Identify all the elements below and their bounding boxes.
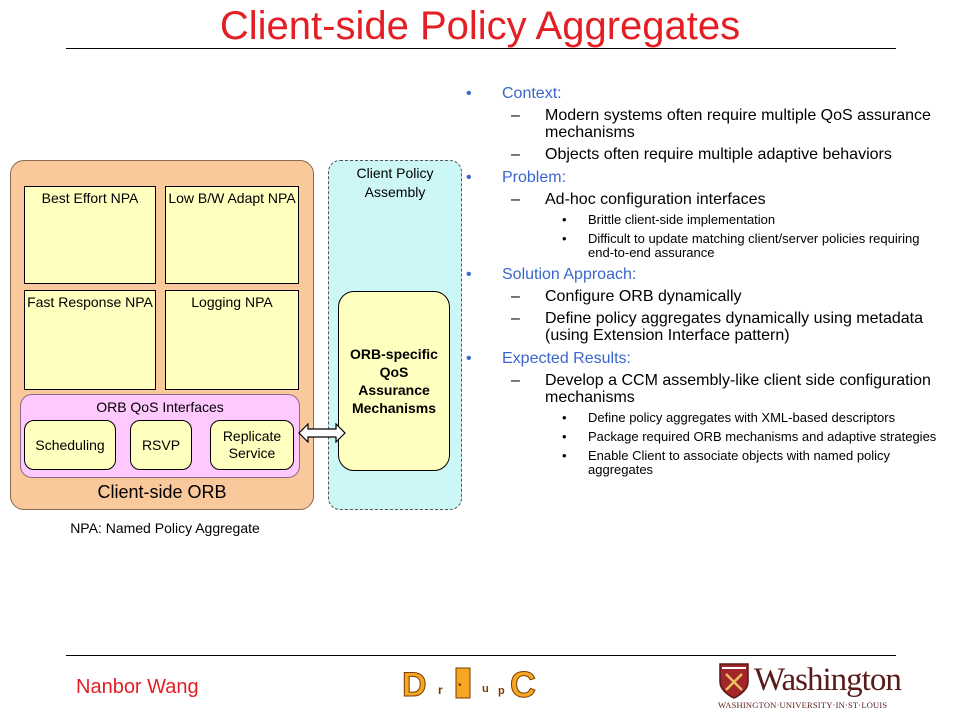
top-divider: [66, 48, 896, 49]
university-subtitle: WASHINGTON·UNIVERSITY·IN·ST·LOUIS: [718, 700, 888, 710]
qos-replicate-service: Replicate Service: [210, 420, 294, 470]
orb-specific-mechanisms-label: ORB-specific QoS Assurance Mechanisms: [350, 346, 438, 416]
orb-qos-interfaces-title: ORB QoS Interfaces: [96, 399, 224, 415]
bullet-problem-subitem: Brittle client-side implementation: [466, 213, 946, 228]
bullet-context: Context:: [466, 84, 946, 103]
double-arrow-icon: [298, 423, 346, 443]
npa-best-effort: Best Effort NPA: [24, 186, 156, 284]
qos-scheduling: Scheduling: [24, 420, 116, 470]
bullet-results: Expected Results:: [466, 349, 946, 368]
npa-fast-response: Fast Response NPA: [24, 290, 156, 390]
client-side-orb-label: Client-side ORB: [97, 482, 227, 502]
doc-logo-bar-icon: [455, 667, 471, 699]
bullet-results-subitem: Define policy aggregates with XML-based …: [466, 411, 946, 426]
bullet-solution-item: Define policy aggregates dynamically usi…: [466, 310, 946, 344]
author-name: Nanbor Wang: [76, 676, 199, 698]
npa-definition-note: NPA: Named Policy Aggregate: [70, 520, 260, 536]
doc-logo-letter: •: [458, 680, 462, 691]
client-policy-assembly-title: Client Policy Assembly: [356, 165, 434, 200]
university-shield-icon: [719, 663, 749, 699]
slide-title: Client-side Policy Aggregates: [219, 4, 741, 48]
doc-logo-letter: u: [482, 683, 489, 695]
bullet-problem-item: Ad-hoc configuration interfaces: [466, 191, 946, 208]
bullet-results-subitem: Enable Client to associate objects with …: [466, 449, 946, 477]
orb-specific-mechanisms: ORB-specific QoS Assurance Mechanisms: [338, 291, 450, 471]
npa-logging: Logging NPA: [165, 290, 299, 390]
bullet-results-subitem: Package required ORB mechanisms and adap…: [466, 430, 946, 445]
bullet-solution: Solution Approach:: [466, 265, 946, 284]
doc-logo-letter: p: [498, 685, 505, 697]
doc-logo-letter: C: [510, 664, 536, 704]
doc-group-logo: D r • u p C: [402, 664, 537, 704]
bullet-problem-subitem: Difficult to update matching client/serv…: [466, 232, 946, 260]
bullet-list: Context: Modern systems often require mu…: [466, 84, 946, 482]
bottom-divider: [66, 655, 896, 656]
bullet-context-item: Objects often require multiple adaptive …: [466, 146, 946, 163]
doc-logo-letter: r: [438, 683, 443, 697]
bullet-context-item: Modern systems often require multiple Qo…: [466, 107, 946, 141]
doc-logo-letter: D: [402, 666, 427, 704]
bullet-problem: Problem:: [466, 168, 946, 187]
bullet-solution-item: Configure ORB dynamically: [466, 288, 946, 305]
qos-rsvp: RSVP: [130, 420, 192, 470]
npa-low-bw-adapt: Low B/W Adapt NPA: [165, 186, 299, 284]
university-name: Washington: [754, 662, 902, 698]
washington-university-logo: Washington WASHINGTON·UNIVERSITY·IN·ST·L…: [718, 660, 902, 712]
bullet-results-item: Develop a CCM assembly-like client side …: [466, 372, 946, 406]
